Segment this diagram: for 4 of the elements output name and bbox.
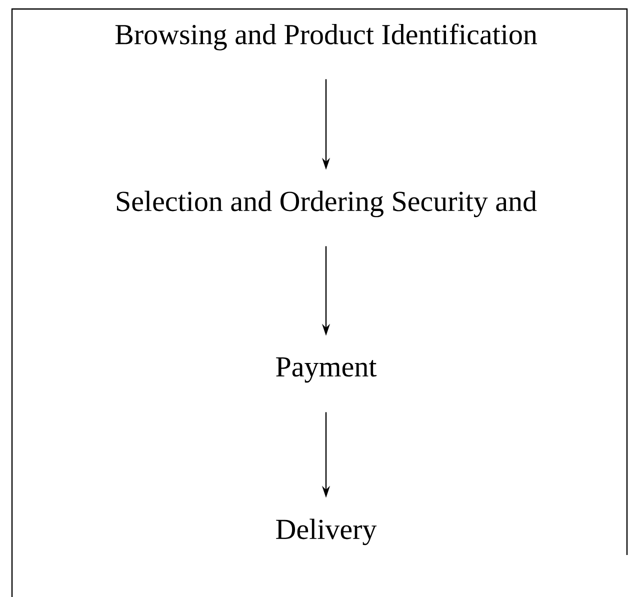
step-label: Browsing and Product Identification xyxy=(115,24,538,50)
step-label: Selection and Ordering Security and xyxy=(116,190,537,218)
step-label: Delivery xyxy=(276,518,377,546)
step-label: Payment xyxy=(276,357,377,383)
